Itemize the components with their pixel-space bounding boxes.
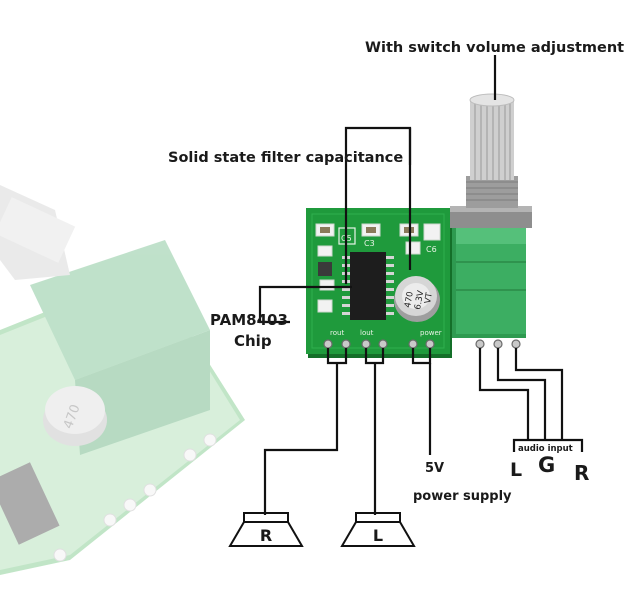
input-l-label: L bbox=[510, 459, 522, 481]
silk-lout: lout bbox=[360, 329, 374, 337]
header-pins bbox=[323, 339, 521, 349]
amplifier-board: C5 C3 C6 bbox=[306, 208, 521, 358]
capacitor-series-text: VT bbox=[423, 291, 435, 304]
filter-capacitor-label: Solid state filter capacitance bbox=[168, 150, 403, 166]
speaker-wires bbox=[263, 348, 385, 515]
callout-lines bbox=[258, 55, 497, 324]
switch-volume-label: With switch volume adjustment bbox=[365, 40, 624, 56]
silk-rout: rout bbox=[330, 329, 344, 337]
filter-capacitor: 470 6.3V VT bbox=[394, 276, 440, 322]
chip-label-line2: Chip bbox=[234, 332, 272, 350]
supply-label: power supply bbox=[413, 489, 512, 504]
audio-input-wires bbox=[478, 348, 584, 452]
volume-potentiometer bbox=[450, 93, 532, 338]
silk-power: power bbox=[420, 329, 442, 337]
capacitor-value-text: 470 bbox=[403, 291, 416, 309]
speaker-right: R bbox=[228, 512, 304, 547]
power-wires bbox=[411, 348, 432, 455]
background-board-ghost: 470 bbox=[0, 185, 245, 575]
input-r-label: R bbox=[574, 461, 589, 485]
capacitor-voltage-text: 6.3V bbox=[413, 290, 426, 311]
silk-c3: C3 bbox=[364, 239, 375, 248]
audio-input-label: audio input bbox=[518, 444, 573, 454]
silk-c6: C6 bbox=[426, 245, 437, 254]
speaker-right-label: R bbox=[260, 526, 272, 545]
speaker-left-label: L bbox=[373, 526, 383, 545]
speaker-left: L bbox=[340, 512, 416, 547]
input-g-label: G bbox=[538, 453, 555, 477]
chip-label-line1: PAM8403 bbox=[210, 311, 288, 329]
pam8403-chip bbox=[342, 252, 394, 320]
supply-voltage-label: 5V bbox=[425, 461, 444, 476]
